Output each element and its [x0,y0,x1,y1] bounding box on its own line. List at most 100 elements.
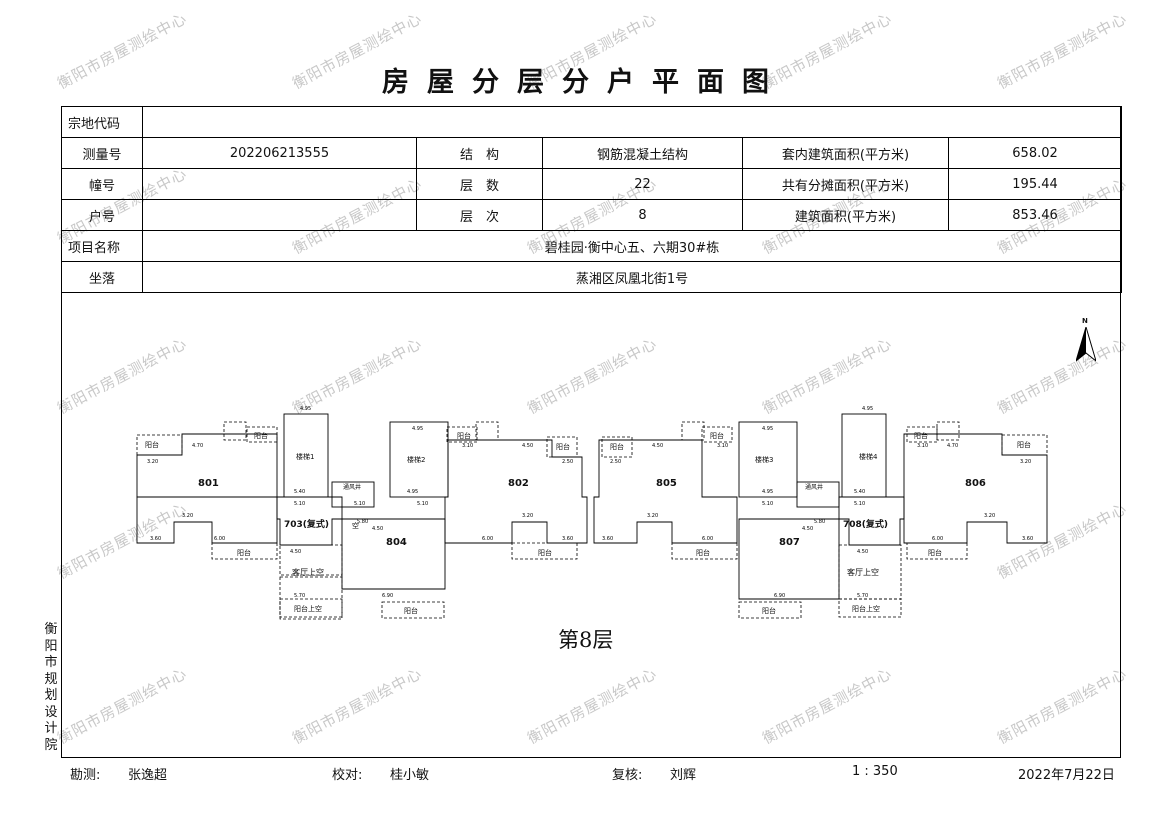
table-row: 户号 层 次 8 建筑面积(平方米) 853.46 [61,199,1123,231]
balcony-label: 阳台 [696,549,710,557]
svg-text:3.20: 3.20 [182,513,193,519]
jianzhu-value: 853.46 [947,199,1123,231]
hu-value [142,199,417,231]
jiegou-value: 钢筋混凝土结构 [542,137,743,169]
institute-name: 衡阳市规划设计院 [44,622,58,753]
svg-text:3.10: 3.10 [462,443,473,449]
svg-text:3.20: 3.20 [984,513,995,519]
void-short-label: 空 [352,522,359,530]
balcony-label: 阳台 [928,549,942,557]
stair-1-label: 楼梯1 [296,453,315,461]
balcony-label: 阳台 [556,443,570,451]
jiaodui-value: 桂小敏 [390,768,430,783]
north-label: N [1082,317,1088,325]
jiegou-label: 结 构 [416,137,543,169]
taonei-label: 套内建筑面积(平方米) [742,137,949,169]
svg-text:5.10: 5.10 [854,501,865,507]
unit-802: 802 [508,478,529,489]
svg-text:5.80: 5.80 [357,519,368,525]
svg-text:5.10: 5.10 [354,501,365,507]
svg-text:4.95: 4.95 [762,489,773,495]
hu-label: 户号 [61,199,143,231]
svg-text:6.90: 6.90 [774,593,785,599]
table-row: 宗地代码 [61,106,1123,138]
svg-text:6.00: 6.00 [932,536,943,542]
svg-text:3.20: 3.20 [647,513,658,519]
unit-708: 708(复式) [843,520,889,530]
balcony-label: 阳台 [404,607,418,615]
cengshu-label: 层 数 [416,168,543,200]
svg-text:3.10: 3.10 [917,443,928,449]
table-row: 坐落 蒸湘区凤凰北街1号 [61,261,1123,293]
svg-text:4.95: 4.95 [300,406,311,412]
svg-text:6.00: 6.00 [702,536,713,542]
svg-text:3.60: 3.60 [150,536,161,542]
svg-text:5.80: 5.80 [814,519,825,525]
cengci-label: 层 次 [416,199,543,231]
svg-text:4.50: 4.50 [290,549,301,555]
balcony-label: 阳台 [762,607,776,615]
cengshu-value: 22 [542,168,743,200]
balcony-label: 阳台 [254,432,268,440]
svg-text:4.70: 4.70 [947,443,958,449]
svg-text:5.70: 5.70 [294,593,305,599]
svg-text:2.50: 2.50 [610,459,621,465]
celiang-value: 202206213555 [142,137,417,169]
svg-text:4.95: 4.95 [862,406,873,412]
svg-text:5.10: 5.10 [294,501,305,507]
svg-text:4.95: 4.95 [762,426,773,432]
celiang-label: 测量号 [61,137,143,169]
svg-text:6.00: 6.00 [214,536,225,542]
fuhe-label: 复核: [612,768,643,783]
svg-text:3.20: 3.20 [1020,459,1031,465]
unit-804: 804 [386,537,407,548]
svg-text:4.50: 4.50 [372,526,383,532]
svg-text:5.10: 5.10 [417,501,428,507]
void-label: 客厅上空 [847,568,879,577]
svg-text:2.50: 2.50 [562,459,573,465]
gongyou-value: 195.44 [947,168,1123,200]
svg-text:5.70: 5.70 [857,593,868,599]
jianzhu-label: 建筑面积(平方米) [742,199,949,231]
cengci-value: 8 [542,199,743,231]
svg-text:6.90: 6.90 [382,593,393,599]
svg-text:3.60: 3.60 [602,536,613,542]
table-row: 测量号 202206213555 结 构 钢筋混凝土结构 套内建筑面积(平方米)… [61,137,1123,169]
north-arrow-icon [1076,327,1096,362]
floor-label: 第8层 [558,628,614,652]
balcony-label: 阳台 [914,432,928,440]
svg-text:6.00: 6.00 [482,536,493,542]
stair-4-label: 楼梯4 [859,453,878,461]
svg-text:4.95: 4.95 [412,426,423,432]
svg-text:3.60: 3.60 [562,536,573,542]
void-label: 客厅上空 [292,568,324,577]
gongyou-label: 共有分摊面积(平方米) [742,168,949,200]
balcony-label: 阳台 [237,549,251,557]
page-title: 房屋分层分户平面图 [382,67,787,98]
svg-text:4.50: 4.50 [522,443,533,449]
table-row: 项目名称 碧桂园·衡中心五、六期30#栋 [61,230,1123,262]
kance-value: 张逸超 [128,768,168,783]
unit-806: 806 [965,478,986,489]
zongdi-label: 宗地代码 [61,106,143,138]
balcony-label: 阳台 [1017,441,1031,449]
svg-text:3.60: 3.60 [1022,536,1033,542]
floor-plan-svg: 4.703.20 3.203.60 6.004.95 5.405.10 5.10… [136,406,1048,620]
zhuang-value [142,168,417,200]
svg-text:5.10: 5.10 [762,501,773,507]
svg-text:4.95: 4.95 [407,489,418,495]
date: 2022年7月22日 [1018,768,1115,783]
info-table: 宗地代码 测量号 202206213555 结 构 钢筋混凝土结构 套内建筑面积… [61,106,1123,293]
balcony-label: 阳台 [145,441,159,449]
jiaodui-label: 校对: [332,768,363,783]
unit-703: 703(复式) [284,520,330,530]
kance-label: 勘测: [70,768,101,783]
balcony-void-label: 阳台上空 [294,605,322,613]
fuhe-value: 刘辉 [670,768,697,783]
balcony-label: 阳台 [457,432,471,440]
svg-text:3.10: 3.10 [717,443,728,449]
svg-text:3.20: 3.20 [522,513,533,519]
balcony-label: 阳台 [538,549,552,557]
scale: 1 : 350 [852,764,898,779]
